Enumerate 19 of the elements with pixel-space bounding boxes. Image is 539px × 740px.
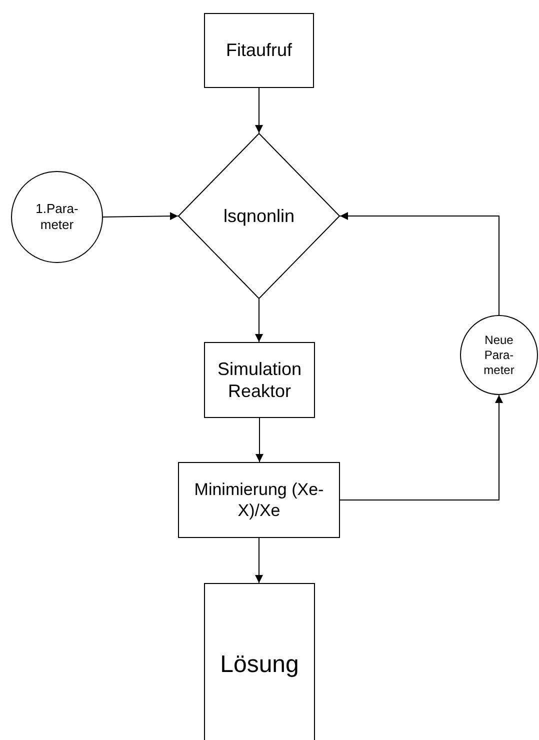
arrow [340, 212, 500, 316]
node-label: Lösung [220, 650, 299, 680]
arrow [256, 418, 264, 462]
arrow [102, 212, 178, 220]
result-box [204, 583, 315, 740]
node-label: 1.Para- meter [34, 200, 80, 234]
arrow [255, 88, 263, 134]
node-label: lsqnonlin [223, 204, 295, 228]
process-box [178, 462, 340, 538]
node-label: Simulation Reaktor [216, 358, 303, 402]
node-label: Fitaufruf [226, 39, 292, 62]
process-box [204, 342, 315, 418]
decision-diamond [178, 133, 340, 299]
process-box [204, 13, 314, 88]
arrow [340, 394, 503, 500]
node-label: Minimierung (Xe-X)/Xe [193, 478, 325, 522]
node-label: Neue Para- meter [482, 332, 516, 378]
arrow [255, 298, 263, 342]
arrow [255, 538, 263, 584]
